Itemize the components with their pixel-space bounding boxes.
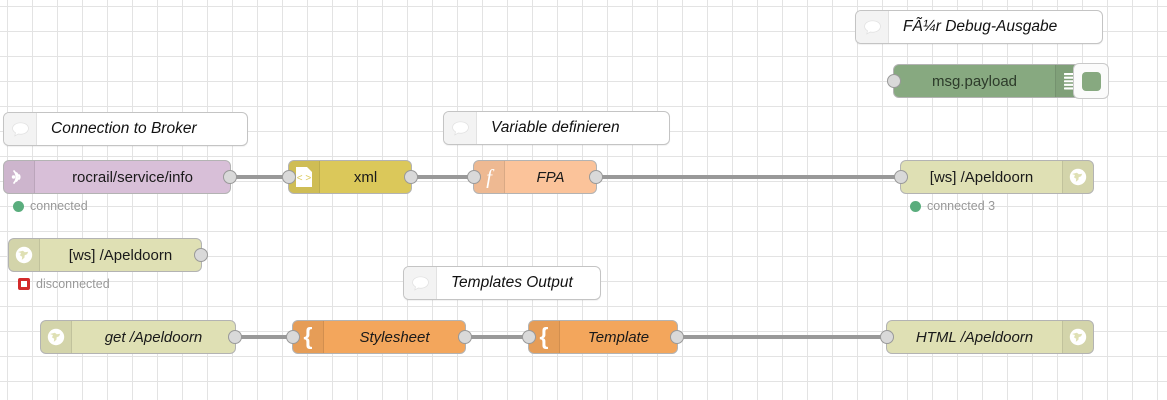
comment-node[interactable]: Variable definieren	[443, 111, 670, 145]
node-input-port[interactable]	[522, 330, 536, 344]
node-output-port[interactable]	[223, 170, 237, 184]
node-input-port[interactable]	[467, 170, 481, 184]
node-debug-msg-payload[interactable]: msg.payload	[887, 64, 1087, 98]
node-http-response-apeldoorn[interactable]: HTML /Apeldoorn	[880, 320, 1094, 354]
node-label: [ws] /Apeldoorn	[929, 168, 1034, 186]
node-template-template[interactable]: { Template	[522, 320, 684, 354]
node-status: connected	[13, 199, 88, 213]
node-label: xml	[353, 168, 378, 186]
node-input-port[interactable]	[894, 170, 908, 184]
comment-node[interactable]: Templates Output	[403, 266, 601, 300]
node-ws-out-apeldoorn[interactable]: [ws] /Apeldoorn	[894, 160, 1094, 194]
node-ws-in-apeldoorn[interactable]: [ws] /Apeldoorn	[8, 238, 208, 272]
wire-stylesheet-to-tpl[interactable]	[466, 335, 529, 339]
comment-label: Connection to Broker	[51, 120, 197, 137]
status-error-icon	[18, 278, 30, 290]
node-status-label: connected 3	[927, 199, 996, 213]
node-input-port[interactable]	[286, 330, 300, 344]
node-label: HTML /Apeldoorn	[915, 328, 1034, 346]
node-status-label: disconnected	[36, 277, 110, 291]
node-mqtt-rocrail-service-info[interactable]: rocrail/service/info	[3, 160, 237, 194]
globe-icon	[1062, 161, 1093, 193]
speech-bubble-icon	[444, 112, 477, 144]
node-label: [ws] /Apeldoorn	[68, 246, 173, 264]
node-function-fpa[interactable]: f FPA	[467, 160, 603, 194]
node-output-port[interactable]	[589, 170, 603, 184]
svg-text:< >: < >	[297, 173, 312, 184]
speech-bubble-icon	[856, 11, 889, 43]
wire-mqtt-to-xml[interactable]	[231, 175, 289, 179]
globe-icon	[9, 239, 40, 271]
curly-brace-icon: {	[529, 321, 560, 353]
wire-fpa-to-ws-out[interactable]	[597, 175, 901, 179]
node-status-label: connected	[30, 199, 88, 213]
node-input-port[interactable]	[880, 330, 894, 344]
speech-bubble-icon	[4, 113, 37, 145]
wifi-signal-icon	[4, 161, 35, 193]
node-status: connected 3	[910, 199, 995, 213]
wire-xml-to-fpa[interactable]	[412, 175, 474, 179]
node-label: FPA	[536, 168, 565, 186]
node-template-stylesheet[interactable]: { Stylesheet	[286, 320, 472, 354]
globe-icon	[41, 321, 72, 353]
node-output-port[interactable]	[228, 330, 242, 344]
wire-tpl-to-html[interactable]	[678, 335, 887, 339]
node-label: Template	[587, 328, 650, 346]
status-dot-icon	[910, 200, 921, 212]
node-output-port[interactable]	[670, 330, 684, 344]
node-label: msg.payload	[931, 72, 1018, 90]
debug-toggle-button[interactable]	[1073, 63, 1109, 99]
node-status: disconnected	[18, 277, 110, 291]
svg-text:{: {	[540, 325, 549, 349]
comment-label: Templates Output	[451, 274, 573, 291]
svg-text:{: {	[304, 325, 313, 349]
status-dot-icon	[13, 200, 24, 212]
node-output-port[interactable]	[194, 248, 208, 262]
comment-node[interactable]: Connection to Broker	[3, 112, 248, 146]
node-output-port[interactable]	[404, 170, 418, 184]
wire-get-to-stylesheet[interactable]	[236, 335, 293, 339]
comment-node[interactable]: FÃ¼r Debug-Ausgabe	[855, 10, 1103, 44]
node-label: rocrail/service/info	[72, 168, 193, 186]
node-output-port[interactable]	[458, 330, 472, 344]
node-input-port[interactable]	[282, 170, 296, 184]
globe-icon	[1062, 321, 1093, 353]
svg-text:f: f	[486, 166, 495, 188]
comment-label: Variable definieren	[491, 119, 620, 136]
node-xml[interactable]: < > xml	[282, 160, 418, 194]
comment-label: FÃ¼r Debug-Ausgabe	[903, 18, 1058, 35]
node-label: Stylesheet	[359, 328, 430, 346]
node-label: get /Apeldoorn	[104, 328, 203, 346]
node-input-port[interactable]	[887, 74, 901, 88]
speech-bubble-icon	[404, 267, 437, 299]
node-http-get-apeldoorn[interactable]: get /Apeldoorn	[40, 320, 242, 354]
